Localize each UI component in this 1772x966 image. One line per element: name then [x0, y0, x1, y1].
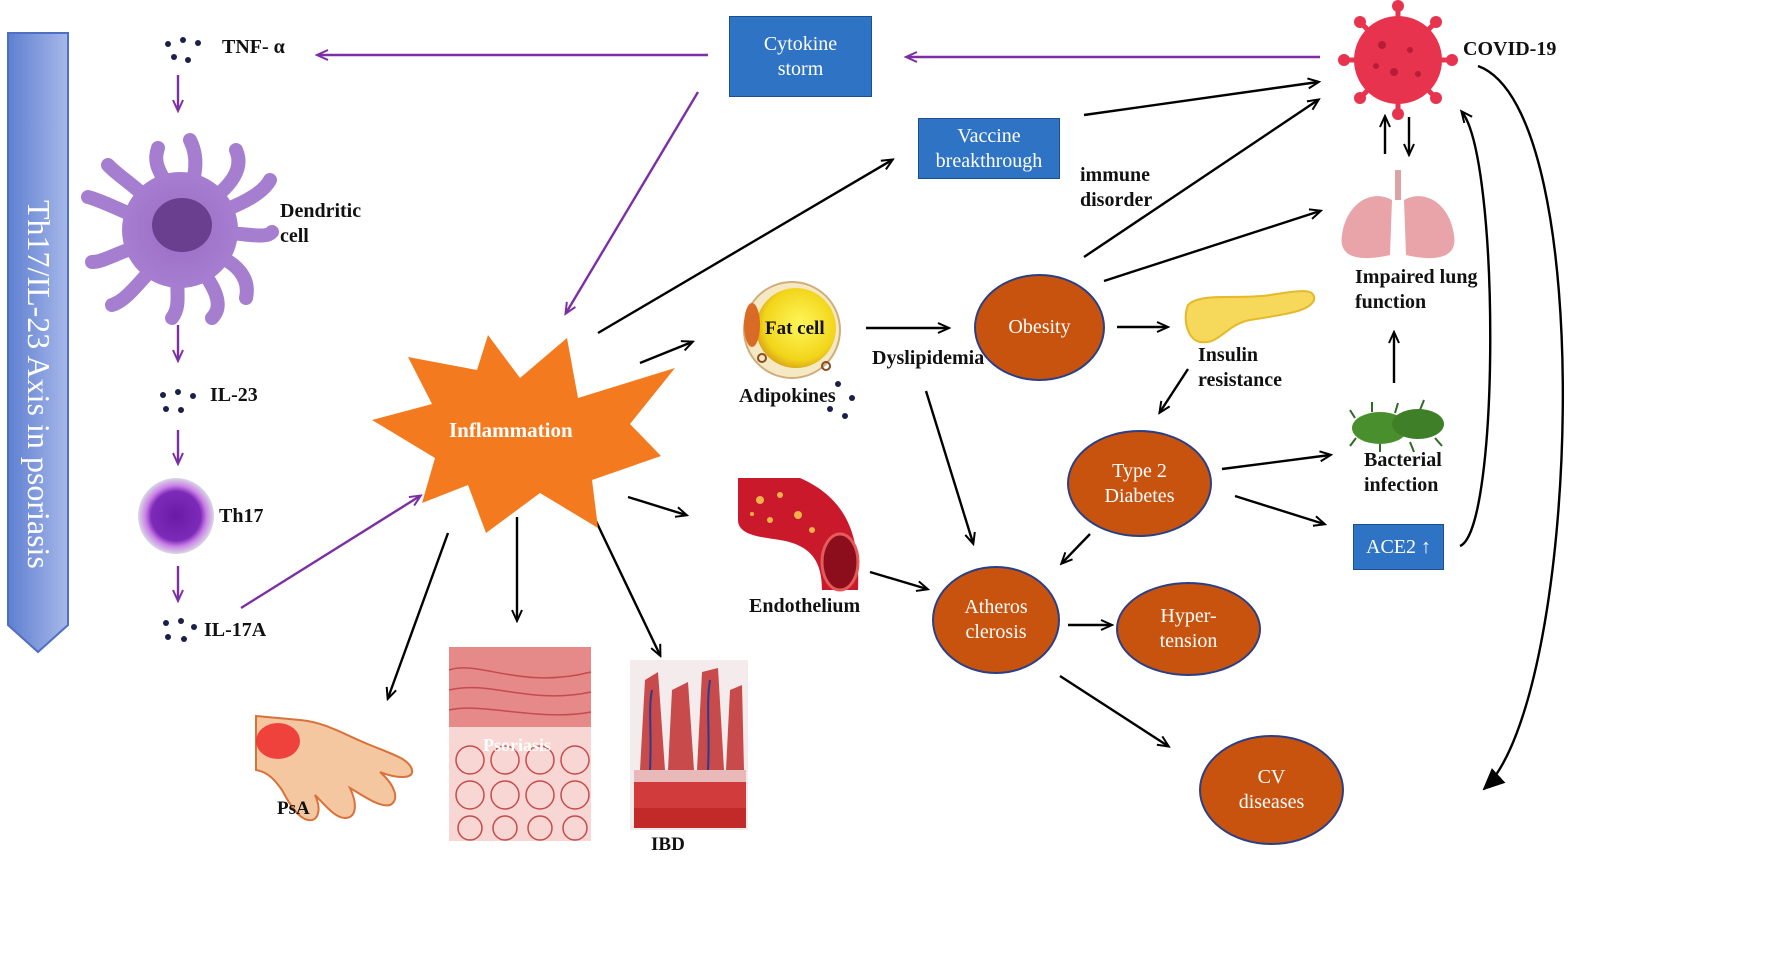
fat-cell-label: Fat cell: [765, 318, 825, 339]
dyslipidemia-label: Dyslipidemia: [872, 347, 985, 369]
th17-cell-icon: [138, 478, 214, 554]
sidebar-banner: [7, 32, 69, 654]
dendritic-cell-icon: [81, 133, 279, 325]
cytokine-dots: [160, 37, 855, 642]
obesity-node: Obesity: [974, 274, 1105, 381]
fat-cell-icon: [743, 281, 841, 379]
hand-icon: [255, 714, 414, 822]
cytokine-storm-box: Cytokine storm: [729, 16, 872, 97]
lung-function-label: Impaired lung function: [1355, 266, 1478, 313]
skin-icon: [448, 647, 592, 841]
bacteria-icon: [1349, 399, 1444, 453]
inflammation-label: Inflammation: [449, 418, 573, 442]
ace2-text: ACE2 ↑: [1366, 535, 1431, 558]
black-arrows: [388, 64, 1564, 791]
hypertension-text: Hyper- tension: [1159, 605, 1218, 652]
cv-diseases-node: CV diseases: [1199, 735, 1344, 845]
th17-label: Th17: [219, 505, 264, 527]
atherosclerosis-node: Atheros clerosis: [932, 566, 1060, 674]
lungs-icon: [1341, 170, 1455, 259]
cytokine-storm-text: Cytokine storm: [763, 32, 838, 80]
ace2-box: ACE2 ↑: [1353, 524, 1444, 570]
virus-icon: [1338, 0, 1458, 120]
psoriasis-label: Psoriasis: [483, 735, 552, 755]
immune-disorder-label: immune disorder: [1080, 164, 1153, 211]
dendritic-cell-label: Dendritic cell: [280, 200, 362, 247]
tnf-label: TNF- α: [222, 36, 285, 58]
vaccine-breakthrough-text: Vaccine breakthrough: [935, 124, 1043, 172]
adipokines-label: Adipokines: [739, 385, 836, 407]
endothelium-label: Endothelium: [749, 595, 861, 617]
bacterial-infection-label: Bacterial infection: [1364, 449, 1442, 496]
purple-arrows: [178, 55, 1320, 610]
il17a-label: IL-17A: [204, 619, 267, 641]
hypertension-node: Hyper- tension: [1116, 582, 1261, 676]
diabetes-node: Type 2 Diabetes: [1067, 430, 1212, 537]
artery-icon: [738, 478, 860, 592]
covid-label: COVID-19: [1463, 38, 1557, 60]
il23-label: IL-23: [210, 384, 258, 406]
atherosclerosis-text: Atheros clerosis: [964, 596, 1028, 643]
pancreas-icon: [1184, 290, 1316, 344]
diabetes-text: Type 2 Diabetes: [1104, 459, 1175, 507]
inflammation-burst-icon: [372, 335, 675, 533]
intestine-icon: [630, 660, 748, 830]
obesity-text: Obesity: [1008, 316, 1071, 338]
sidebar-title: Th17/IL-23 Axis in psoriasis: [21, 200, 57, 569]
ibd-label: IBD: [651, 834, 685, 855]
psa-label: PsA: [277, 798, 310, 819]
vaccine-breakthrough-box: Vaccine breakthrough: [918, 118, 1060, 179]
cv-diseases-text: CV diseases: [1238, 766, 1305, 813]
insulin-resistance-label: Insulin resistance: [1198, 344, 1283, 391]
